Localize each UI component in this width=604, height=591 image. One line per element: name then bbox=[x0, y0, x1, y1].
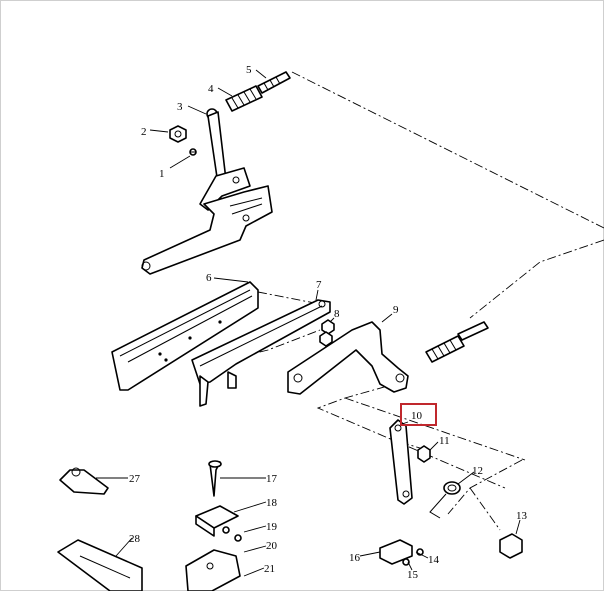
part-13-knob bbox=[499, 533, 523, 559]
right-shaft bbox=[425, 321, 489, 363]
callout-8: 8 bbox=[334, 308, 340, 320]
callout-labels: 1 2 3 4 5 6 7 8 9 10 11 12 13 14 15 16 1… bbox=[129, 64, 528, 581]
part-6-rail bbox=[111, 281, 259, 391]
callout-2: 2 bbox=[141, 126, 147, 138]
part-10-link bbox=[389, 419, 413, 505]
callout-3: 3 bbox=[177, 101, 183, 113]
callout-14: 14 bbox=[428, 554, 440, 566]
part-11-nut bbox=[417, 445, 431, 463]
callout-12: 12 bbox=[472, 465, 483, 477]
callout-1: 1 bbox=[159, 168, 165, 180]
part-9-arm-plate bbox=[287, 321, 409, 395]
callout-18: 18 bbox=[266, 497, 278, 509]
callout-19: 19 bbox=[266, 521, 278, 533]
highlight-box bbox=[400, 403, 437, 426]
part-5-screw bbox=[257, 71, 291, 94]
assembly-guide-lines bbox=[209, 71, 604, 531]
part-12-spring bbox=[429, 481, 461, 519]
callout-16: 16 bbox=[349, 552, 361, 564]
callout-15: 15 bbox=[407, 569, 419, 581]
callout-21: 21 bbox=[264, 563, 275, 575]
parts-17-21-assembly bbox=[185, 460, 242, 591]
callout-4: 4 bbox=[208, 83, 214, 95]
part-7-bracket bbox=[191, 299, 331, 407]
callout-28: 28 bbox=[129, 533, 141, 545]
callout-9: 9 bbox=[393, 304, 399, 316]
callout-6: 6 bbox=[206, 272, 212, 284]
part-1-screw bbox=[189, 148, 197, 156]
leader-lines bbox=[96, 69, 521, 577]
callout-17: 17 bbox=[266, 473, 278, 485]
upper-lever-assembly bbox=[141, 111, 273, 275]
part-28-foot bbox=[57, 539, 143, 591]
part-4-threaded-rod bbox=[225, 85, 263, 112]
parts-14-16-cluster bbox=[379, 539, 424, 566]
part-27-foot bbox=[59, 467, 109, 495]
callout-11: 11 bbox=[439, 435, 450, 447]
callout-13: 13 bbox=[516, 510, 528, 522]
part-2-nut bbox=[169, 125, 187, 143]
callout-7: 7 bbox=[316, 279, 322, 291]
part-8-nut bbox=[319, 319, 335, 347]
callout-27: 27 bbox=[129, 473, 141, 485]
callout-10: 10 bbox=[411, 410, 423, 422]
callout-20: 20 bbox=[266, 540, 278, 552]
callout-5: 5 bbox=[246, 64, 252, 76]
